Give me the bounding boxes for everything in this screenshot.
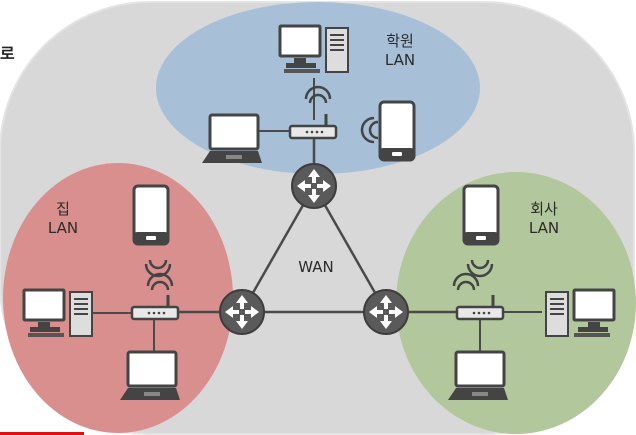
lan-links xyxy=(92,78,542,352)
home-desktop-computer-icon xyxy=(22,288,94,339)
company-smartphone-icon xyxy=(462,184,500,246)
home-name: 집 xyxy=(56,200,70,218)
school-name: 학원 xyxy=(386,32,414,50)
left-router-icon xyxy=(219,289,265,335)
video-progress-bar[interactable] xyxy=(0,432,84,435)
right-router-icon xyxy=(363,289,409,335)
school-desktop-computer-icon xyxy=(278,24,350,75)
school-smartphone-icon xyxy=(378,100,416,162)
school-laptop-icon xyxy=(200,113,264,165)
company-laptop-icon xyxy=(446,350,510,402)
wan-label: WAN xyxy=(298,258,334,276)
top-router-icon xyxy=(291,163,337,209)
company-lan-label: 회사 LAN xyxy=(514,200,574,238)
company-name: 회사 xyxy=(530,200,558,218)
school-lan-text: LAN xyxy=(384,51,416,69)
company-lan-text: LAN xyxy=(528,219,560,237)
wan-links xyxy=(175,138,456,314)
left-edge-glyph: 로 xyxy=(0,44,15,63)
company-desktop-computer-icon xyxy=(544,288,616,339)
home-lan-text: LAN xyxy=(47,219,79,237)
home-smartphone-icon xyxy=(132,184,170,246)
home-lan-label: 집 LAN xyxy=(33,200,93,238)
home-laptop-icon xyxy=(118,350,182,402)
school-lan-label: 학원 LAN xyxy=(370,32,430,70)
